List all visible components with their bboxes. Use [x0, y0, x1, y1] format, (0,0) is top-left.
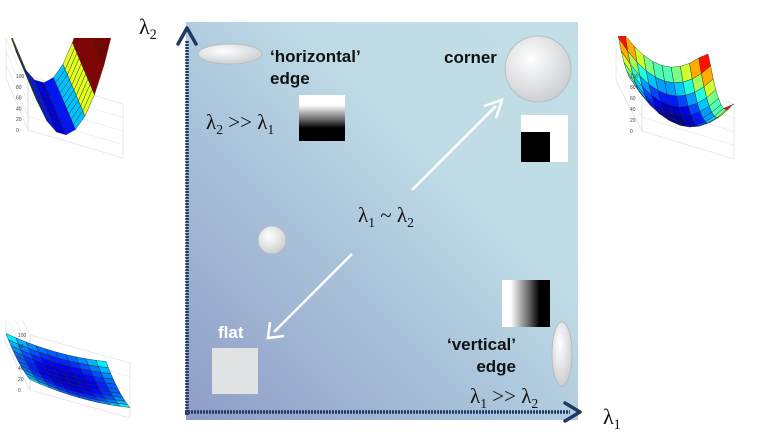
svg-text:0: 0	[630, 129, 633, 135]
corner-circle	[504, 35, 572, 103]
svg-text:0: 0	[18, 388, 21, 394]
x-axis-label: λ1	[603, 404, 621, 433]
svg-text:0: 0	[16, 128, 19, 134]
arrow-to-flat	[266, 253, 353, 340]
flat-patch	[212, 348, 258, 394]
similar-eigenvalues-relation: λ1 ~ λ2	[358, 203, 414, 230]
svg-text:100: 100	[16, 74, 25, 80]
svg-text:20: 20	[18, 377, 24, 383]
svg-text:80: 80	[630, 85, 636, 91]
corner-label: corner	[444, 48, 497, 67]
svg-text:60: 60	[16, 96, 22, 102]
corner-surface-plot: 0 20 40 60 80 100	[615, 36, 735, 160]
horizontal-edge-patch	[299, 95, 345, 141]
flat-surface-plot: 0 20 40 60 80 100	[5, 320, 131, 419]
svg-text:20: 20	[630, 118, 636, 124]
svg-text:20: 20	[16, 117, 22, 123]
svg-text:80: 80	[18, 344, 24, 350]
vertical-edge-label: ‘vertical’ edge	[447, 335, 516, 376]
vertical-edge-ellipse	[551, 321, 573, 387]
vertical-edge-relation: λ1 >> λ2	[470, 384, 539, 411]
svg-text:80: 80	[16, 85, 22, 91]
svg-text:60: 60	[630, 96, 636, 102]
horizontal-edge-relation: λ2 >> λ1	[206, 110, 275, 137]
arrow-to-corner	[411, 98, 504, 191]
horizontal-edge-ellipse	[197, 43, 263, 65]
svg-text:60: 60	[18, 355, 24, 361]
y-axis-label: λ2	[139, 14, 157, 43]
svg-text:100: 100	[630, 74, 639, 80]
svg-text:100: 100	[18, 333, 27, 339]
vertical-edge-patch	[502, 280, 550, 327]
flat-label: flat	[218, 323, 244, 342]
horizontal-edge-label: ‘horizontal’ edge	[270, 47, 361, 88]
svg-text:40: 40	[18, 366, 24, 372]
svg-text:40: 40	[630, 107, 636, 113]
y-axis	[176, 26, 198, 415]
x-axis	[185, 401, 582, 423]
corner-patch	[521, 115, 568, 162]
small-circle	[257, 225, 287, 255]
svg-text:40: 40	[16, 106, 22, 112]
horizontal-edge-surface-plot: 0 20 40 60 80 100	[5, 38, 124, 159]
